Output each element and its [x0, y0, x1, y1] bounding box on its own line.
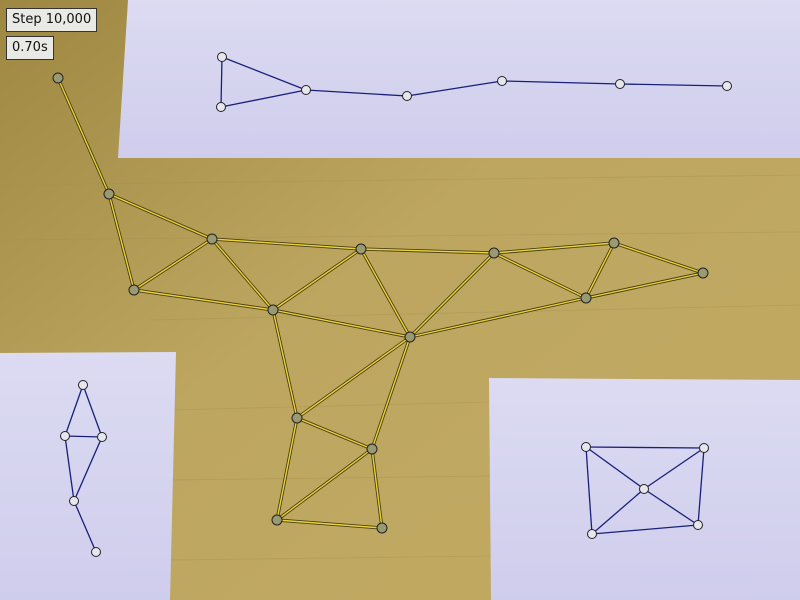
target-right-edge [585, 446, 593, 535]
target-top-edge [221, 56, 307, 91]
target-top-edge [305, 89, 408, 97]
target-left-node [97, 432, 107, 442]
user-graph-edge[interactable] [296, 417, 373, 450]
user-graph-edge[interactable] [211, 238, 274, 311]
user-graph-edge[interactable] [108, 193, 135, 291]
user-graph-node[interactable] [366, 443, 378, 455]
user-graph-node[interactable] [580, 292, 592, 304]
user-graph-node[interactable] [206, 233, 218, 245]
target-right-edge [697, 447, 705, 526]
user-graph-node[interactable] [52, 72, 64, 84]
target-left-node [91, 547, 101, 557]
step-counter: Step 10,000 [6, 8, 98, 32]
user-graph-edge[interactable] [493, 242, 615, 254]
target-top-node [497, 76, 507, 86]
target-left-edge [64, 384, 84, 437]
user-graph-edge[interactable] [585, 272, 704, 299]
user-graph-edge[interactable] [585, 242, 615, 299]
target-left-node [78, 380, 88, 390]
target-graph-top [216, 52, 732, 112]
user-graph-edge[interactable] [613, 242, 704, 274]
target-top-node [615, 79, 625, 89]
target-top-node [217, 52, 227, 62]
target-graph-left [60, 380, 107, 557]
user-graph-edge[interactable] [133, 238, 213, 291]
target-top-edge [220, 89, 307, 108]
user-graph-edge[interactable] [493, 252, 587, 299]
target-right-edge [643, 488, 699, 526]
target-right-edge [585, 446, 645, 490]
target-left-edge [73, 436, 103, 502]
user-graph-node[interactable] [103, 188, 115, 200]
user-graph-edge[interactable] [57, 77, 110, 195]
user-graph-edge[interactable] [108, 193, 213, 240]
paper-sheet-left [0, 352, 176, 600]
target-right-node [693, 520, 703, 530]
target-right-edge [591, 488, 645, 535]
user-graph-node[interactable] [376, 522, 388, 534]
user-graph-edge[interactable] [272, 309, 298, 419]
user-graph-node[interactable] [697, 267, 709, 279]
user-graph-node[interactable] [488, 247, 500, 259]
time-counter: 0.70s [6, 36, 54, 60]
target-top-node [722, 81, 732, 91]
user-graph-edge[interactable] [409, 297, 587, 338]
user-graph-node[interactable] [267, 304, 279, 316]
target-right-node [581, 442, 591, 452]
user-graph-node[interactable] [128, 284, 140, 296]
wood-grain [0, 174, 800, 561]
target-left-edge [82, 384, 103, 438]
target-left-node [69, 496, 79, 506]
target-top-edge [619, 83, 728, 87]
target-top-node [216, 102, 226, 112]
user-graph-edge[interactable] [276, 448, 373, 521]
user-graph-edge[interactable] [296, 336, 411, 419]
target-top-edge [220, 56, 223, 108]
user-graph-edge[interactable] [371, 448, 383, 529]
target-left-node [60, 431, 70, 441]
paper-sheet-top [118, 0, 800, 158]
user-graph-edge[interactable] [360, 248, 411, 338]
user-graph-node[interactable] [608, 237, 620, 249]
user-graph[interactable] [52, 72, 709, 534]
user-graph-edge[interactable] [272, 248, 362, 311]
target-top-edge [406, 80, 503, 97]
target-right-node [699, 443, 709, 453]
target-top-node [301, 85, 311, 95]
target-left-edge [73, 500, 97, 553]
target-right-node [587, 529, 597, 539]
user-graph-node[interactable] [404, 331, 416, 343]
target-left-edge [64, 435, 103, 438]
target-left-edge [64, 435, 75, 502]
user-graph-edge[interactable] [276, 519, 383, 529]
target-right-edge [591, 524, 699, 535]
user-graph-edge[interactable] [272, 309, 411, 338]
target-top-node [402, 91, 412, 101]
target-right-node [639, 484, 649, 494]
user-graph-edge[interactable] [371, 336, 411, 450]
user-graph-node[interactable] [271, 514, 283, 526]
target-right-edge [643, 447, 705, 490]
user-graph-edge[interactable] [276, 417, 298, 521]
target-top-edge [501, 80, 621, 85]
user-graph-edge[interactable] [133, 289, 274, 311]
target-graph-right [581, 442, 709, 539]
user-graph-node[interactable] [291, 412, 303, 424]
user-graph-edge[interactable] [409, 252, 495, 338]
target-right-edge [585, 446, 705, 449]
user-graph-edge[interactable] [360, 248, 495, 254]
user-graph-node[interactable] [355, 243, 367, 255]
user-graph-edge[interactable] [211, 238, 362, 250]
